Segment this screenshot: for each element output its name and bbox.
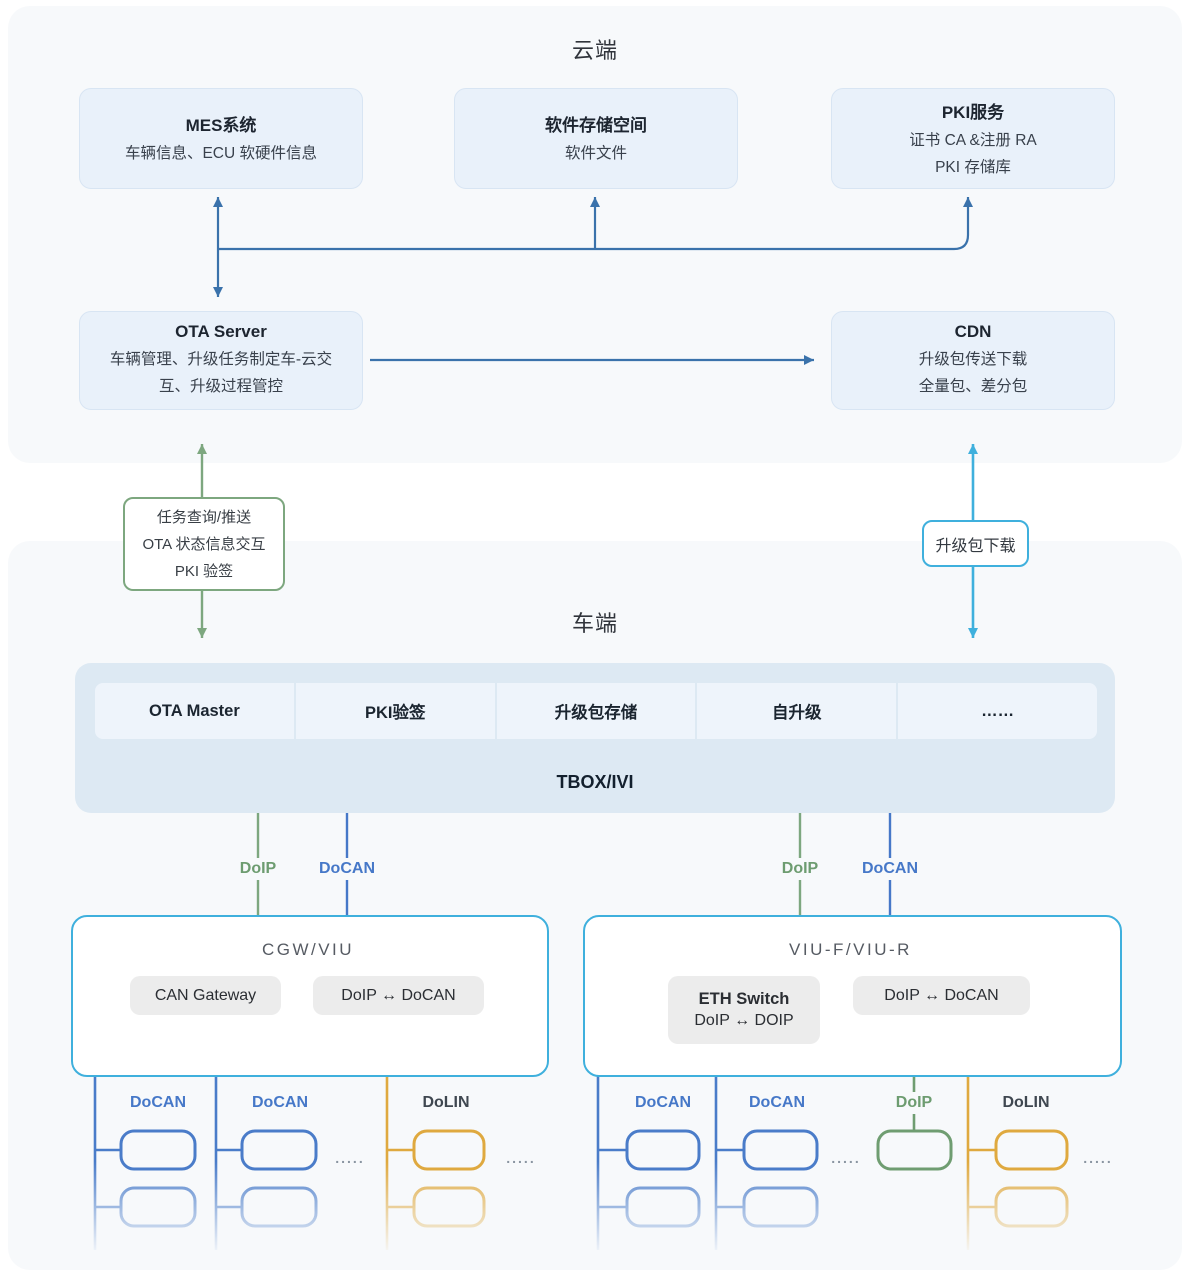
docan-label-right: DoCAN bbox=[852, 858, 928, 880]
bus-label-dolin-left: DoLIN bbox=[401, 1092, 491, 1114]
task-line-1: 任务查询/推送 bbox=[156, 508, 252, 526]
module-package-storage: 升级包存储 bbox=[496, 683, 698, 739]
bus-label-docan-1-left: DoCAN bbox=[113, 1092, 203, 1114]
doip-docan-pill-left: DoIP ↔ DoCAN bbox=[313, 976, 484, 1015]
bus-label-dolin-right: DoLIN bbox=[981, 1092, 1071, 1114]
ecu-ellipsis: ..... bbox=[506, 1150, 536, 1166]
package-download-label-box: 升级包下载 bbox=[922, 520, 1029, 567]
module-self-upgrade: 自升级 bbox=[697, 683, 899, 739]
cloud-title: 云端 bbox=[571, 38, 618, 63]
vehicle-title: 车端 bbox=[571, 611, 618, 636]
ota-server-line-2: 互、升级过程管控 bbox=[158, 378, 283, 395]
ota-server-box: OTA Server 车辆管理、升级任务制定车-云交 互、升级过程管控 bbox=[79, 311, 363, 410]
pki-line-2: PKI 存储库 bbox=[935, 158, 1011, 176]
cdn-line-2: 全量包、差分包 bbox=[918, 378, 1028, 395]
ecu-ellipsis: ..... bbox=[831, 1150, 861, 1166]
module-ota-master: OTA Master bbox=[95, 683, 296, 739]
mes-title: MES系统 bbox=[185, 116, 257, 135]
cdn-box: CDN 升级包传送下载 全量包、差分包 bbox=[831, 311, 1115, 410]
vehicle-panel bbox=[8, 541, 1182, 1270]
ota-server-line-1: 车辆管理、升级任务制定车-云交 bbox=[109, 351, 333, 368]
viu-f-r-title: VIU-F/VIU-R bbox=[789, 940, 912, 959]
eth-switch-label: ETH Switch bbox=[698, 990, 790, 1008]
can-gateway-pill: CAN Gateway bbox=[130, 976, 281, 1015]
storage-line: 软件文件 bbox=[564, 145, 627, 162]
docan-label-left: DoCAN bbox=[309, 858, 385, 880]
cgw-viu-title: CGW/VIU bbox=[261, 940, 355, 959]
mes-line: 车辆信息、ECU 软硬件信息 bbox=[124, 145, 318, 162]
module-pki-verify: PKI验签 bbox=[295, 683, 497, 739]
bus-label-docan-2-left: DoCAN bbox=[235, 1092, 325, 1114]
task-line-2: OTA 状态信息交互 bbox=[142, 535, 266, 553]
eth-switch-pill: ETH Switch DoIP ↔ DOIP bbox=[668, 976, 820, 1044]
tbox-modules-row: OTA Master PKI验签 升级包存储 自升级 …… bbox=[95, 683, 1097, 739]
mes-system-box: MES系统 车辆信息、ECU 软硬件信息 bbox=[79, 88, 363, 189]
doip-docan-pill-right: DoIP ↔ DoCAN bbox=[853, 976, 1030, 1015]
pki-service-box: PKI服务 证书 CA &注册 RA PKI 存储库 bbox=[831, 88, 1115, 189]
task-line-3: PKI 验签 bbox=[174, 562, 234, 580]
doip-label-right: DoIP bbox=[762, 858, 838, 880]
bus-label-docan-1-right: DoCAN bbox=[618, 1092, 708, 1114]
ecu-ellipsis: ..... bbox=[335, 1150, 365, 1166]
tbox-ivi-label: TBOX/IVI bbox=[556, 772, 634, 792]
module-ellipsis: …… bbox=[898, 683, 1097, 739]
pki-line-1: 证书 CA &注册 RA bbox=[909, 131, 1037, 149]
pki-title: PKI服务 bbox=[941, 102, 1005, 122]
cdn-line-1: 升级包传送下载 bbox=[918, 351, 1028, 368]
task-exchange-label-box: 任务查询/推送 OTA 状态信息交互 PKI 验签 bbox=[123, 497, 285, 591]
package-download-label: 升级包下载 bbox=[935, 537, 1016, 555]
bus-label-docan-2-right: DoCAN bbox=[732, 1092, 822, 1114]
software-storage-box: 软件存储空间 软件文件 bbox=[454, 88, 738, 189]
bus-label-doip-right: DoIP bbox=[869, 1092, 959, 1114]
ecu-ellipsis: ..... bbox=[1083, 1150, 1113, 1166]
doip-doip-label: DoIP ↔ DOIP bbox=[694, 1012, 794, 1029]
ota-server-title: OTA Server bbox=[175, 322, 267, 341]
doip-label-left: DoIP bbox=[220, 858, 296, 880]
storage-title: 软件存储空间 bbox=[545, 116, 647, 135]
cdn-title: CDN bbox=[954, 322, 992, 341]
